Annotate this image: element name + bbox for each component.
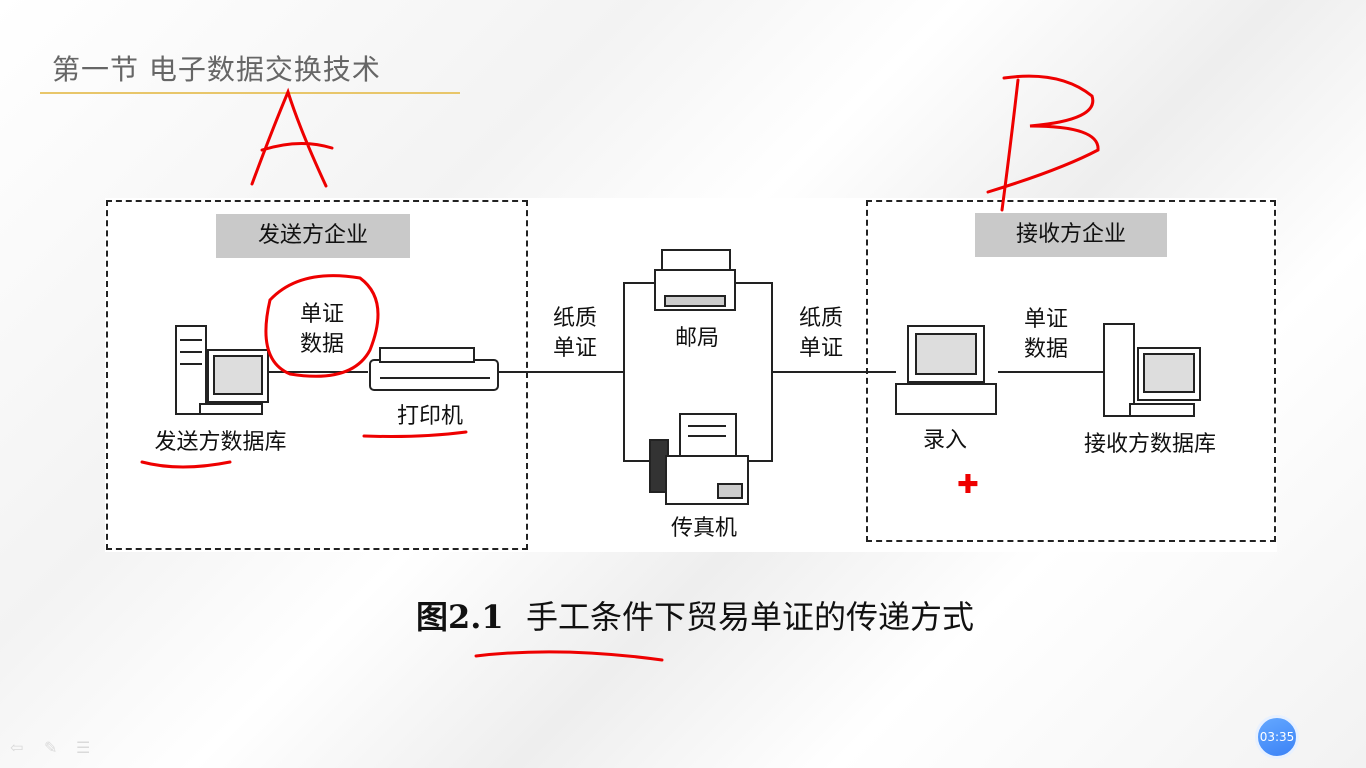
ink-annotations (140, 74, 1100, 662)
caption-text: 手工条件下贸易单证的传递方式 (525, 598, 974, 636)
input-computer-icon (895, 325, 997, 415)
letter-b-drawing (986, 74, 1100, 212)
fax-label: 传真机 (670, 516, 737, 541)
paper-label-1: 纸质 (552, 306, 597, 331)
slide-title: 第一节 电子数据交换技术 (52, 53, 381, 86)
figure-caption: 图2.1 手工条件下贸易单证的传递方式 (0, 592, 1366, 638)
receiver-box (866, 200, 1276, 542)
fax-machine-icon (649, 413, 749, 505)
sender-box (106, 200, 528, 550)
sender-badge: 发送方企业 (216, 214, 410, 258)
paper-label-2: 单证 (552, 336, 597, 361)
timer-badge[interactable]: 03:35 (1255, 715, 1299, 759)
letter-a-drawing (250, 87, 334, 188)
server-computer-icon (175, 325, 269, 415)
input-label: 录入 (922, 428, 967, 453)
receiver-badge: 接收方企业 (975, 213, 1167, 257)
paper-label-r1: 纸质 (798, 306, 843, 331)
sender-database-label: 发送方数据库 (154, 430, 287, 455)
post-office-icon (654, 249, 736, 311)
previous-slide-icon[interactable]: ⇦ (10, 738, 24, 757)
connector (268, 371, 368, 373)
title-underline (40, 92, 460, 94)
sender-data-label-1: 单证 (299, 302, 344, 327)
printer-label: 打印机 (396, 404, 463, 429)
receiver-data-label-1: 单证 (1023, 307, 1068, 332)
sender-data-label-2: 数据 (299, 332, 344, 357)
underline-printer (362, 430, 468, 438)
pen-tool-icon[interactable]: ✎ (44, 738, 58, 757)
receiver-database-label: 接收方数据库 (1083, 432, 1216, 457)
post-office-label: 邮局 (660, 324, 734, 354)
connector (498, 371, 624, 373)
printer-icon (369, 347, 499, 391)
underline-caption (474, 650, 664, 662)
caption-number: 图2.1 (416, 598, 504, 636)
receiver-data-label-2: 数据 (1023, 337, 1068, 362)
plus-icon: ✚ (957, 470, 979, 500)
underline-database (140, 460, 232, 469)
receiver-server-icon (1103, 323, 1201, 417)
connector (772, 371, 896, 373)
circle-around-data (264, 274, 380, 378)
menu-icon[interactable]: ☰ (76, 738, 91, 757)
connector (998, 371, 1104, 373)
paper-label-r2: 单证 (798, 336, 843, 361)
